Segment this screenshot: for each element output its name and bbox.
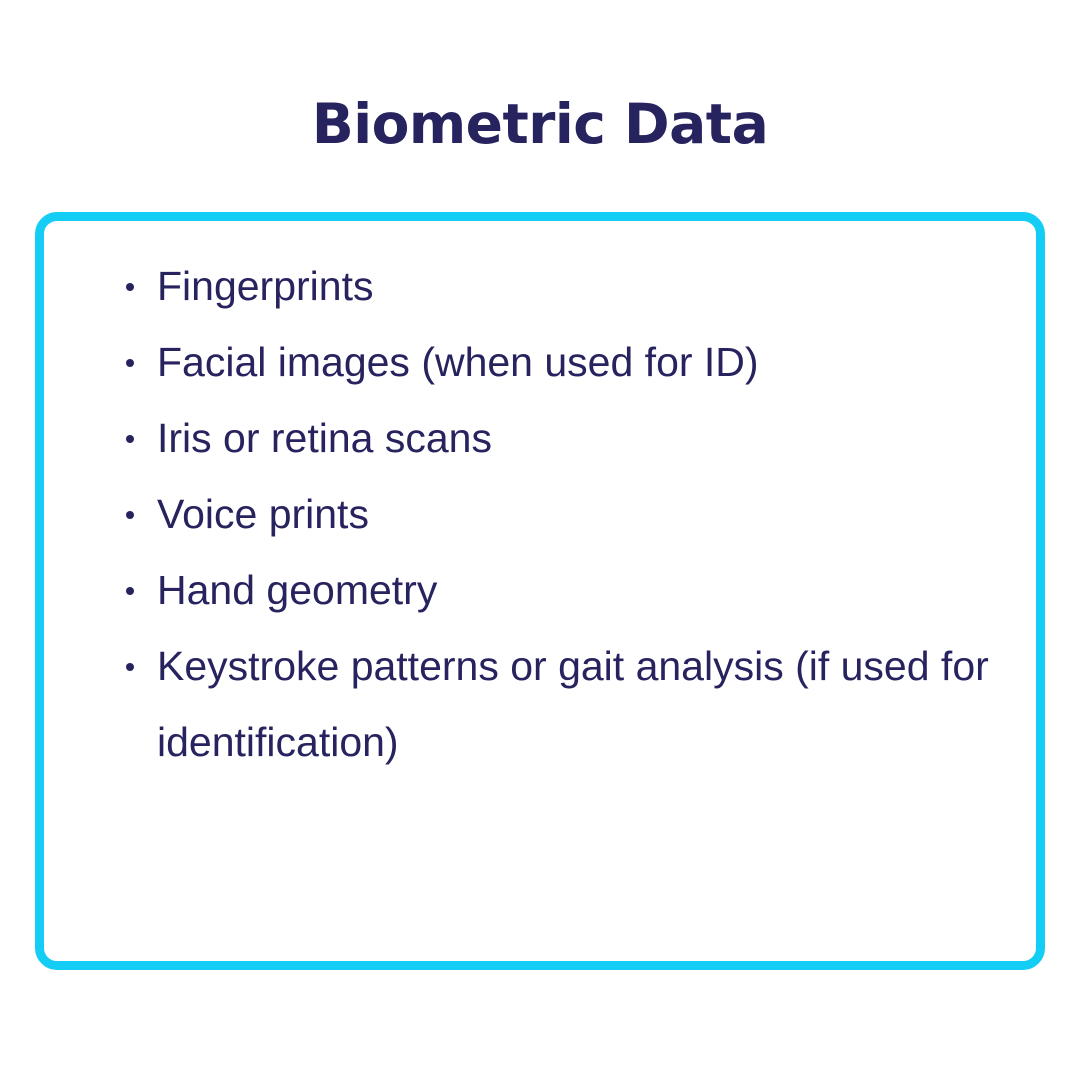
list-item: Iris or retina scans xyxy=(113,400,1013,476)
list-item-text: Hand geometry xyxy=(157,567,438,613)
bullet-icon xyxy=(126,587,134,595)
list-item: Hand geometry xyxy=(113,552,1013,628)
list-item-text: Iris or retina scans xyxy=(157,415,492,461)
list-item-text: Keystroke patterns or gait analysis (if … xyxy=(157,643,989,765)
page-title: Biometric Data xyxy=(311,92,769,156)
bullet-icon xyxy=(126,511,134,519)
bullet-icon xyxy=(126,283,134,291)
list-item: Fingerprints xyxy=(113,248,1013,324)
list-item-text: Facial images (when used for ID) xyxy=(157,339,759,385)
bullet-icon xyxy=(126,359,134,367)
list-item-text: Voice prints xyxy=(157,491,369,537)
bullet-icon xyxy=(126,435,134,443)
list-item: Facial images (when used for ID) xyxy=(113,324,1013,400)
bullet-list: Fingerprints Facial images (when used fo… xyxy=(113,248,1013,780)
list-item: Keystroke patterns or gait analysis (if … xyxy=(113,628,1013,780)
bullet-icon xyxy=(126,663,134,671)
list-item-text: Fingerprints xyxy=(157,263,374,309)
content-card xyxy=(35,212,1045,970)
list-item: Voice prints xyxy=(113,476,1013,552)
